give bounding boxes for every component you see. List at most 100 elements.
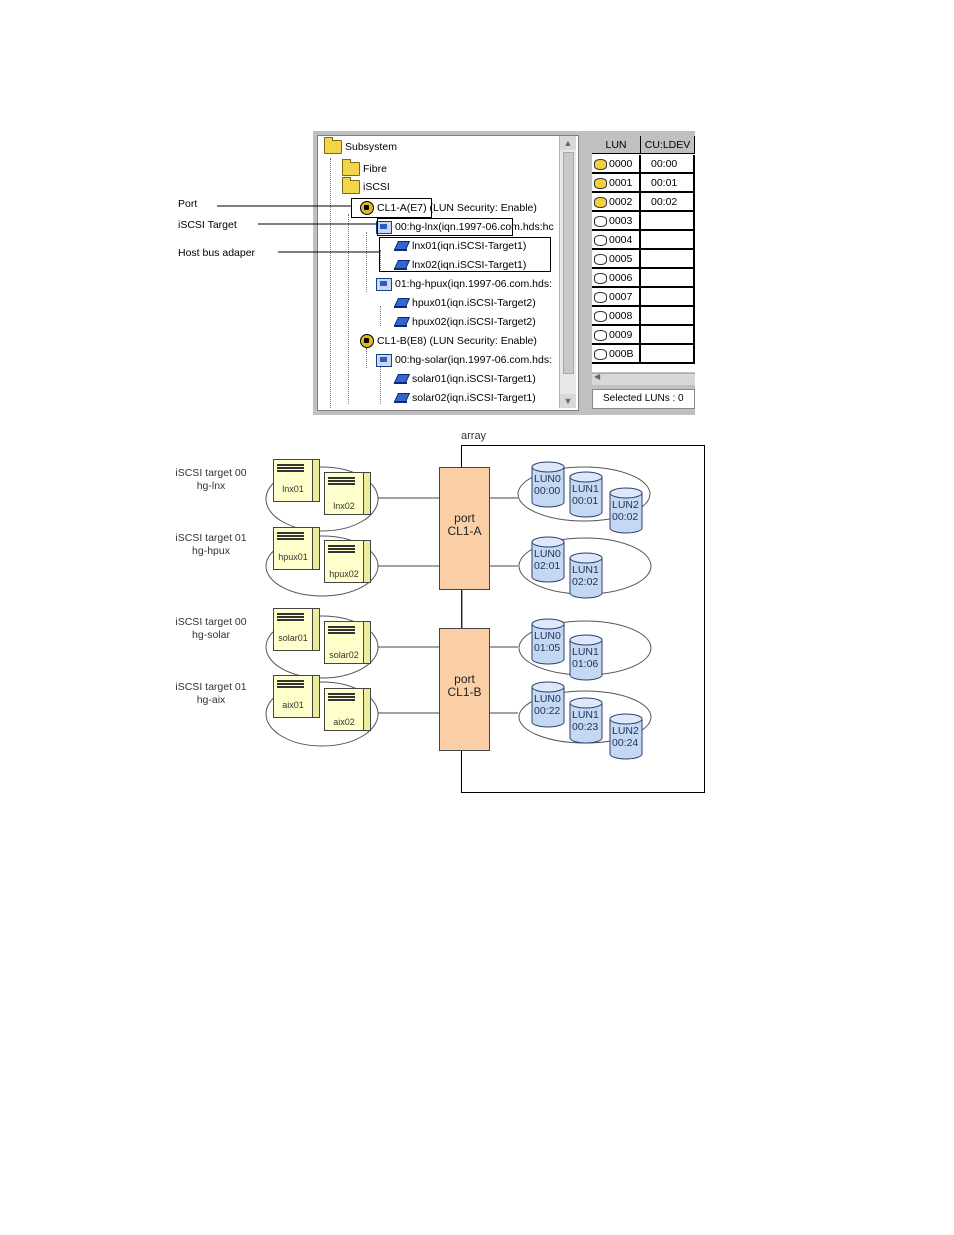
cu-ldev-cell[interactable] xyxy=(641,231,695,250)
lun-cell[interactable]: 0002 xyxy=(592,193,641,212)
tree-connector xyxy=(380,306,381,326)
cu-ldev-cell[interactable] xyxy=(641,326,695,345)
lun-cell[interactable]: 0006 xyxy=(592,269,641,288)
server-side-panel xyxy=(363,688,371,731)
cylinder-shape xyxy=(531,618,565,665)
lun-number: 0004 xyxy=(609,234,633,246)
cylinder-shape xyxy=(569,634,603,681)
table-row[interactable]: 0009 xyxy=(592,326,695,345)
cu-ldev-cell[interactable] xyxy=(641,212,695,231)
lun-cell[interactable]: 0003 xyxy=(592,212,641,231)
server-side-panel xyxy=(363,621,371,664)
lun-number: 0006 xyxy=(609,272,633,284)
drive-slot xyxy=(277,613,304,615)
tree-item-hg-lnx[interactable]: 00:hg-lnx(iqn.1997-06.com.hds:hc xyxy=(376,219,554,235)
tree-item-port-cl1b[interactable]: CL1-B(E8) (LUN Security: Enable) xyxy=(360,333,537,349)
tree-item-subsystem[interactable]: Subsystem xyxy=(324,137,397,155)
server-side-panel xyxy=(312,608,320,651)
drive-slot xyxy=(328,480,355,482)
lun-cell[interactable]: 0009 xyxy=(592,326,641,345)
lun-label: LUN1 xyxy=(572,483,599,495)
callout-port: Port xyxy=(178,198,198,210)
server-label: aix01 xyxy=(282,700,304,710)
server-side-panel xyxy=(363,472,371,515)
cylinder-shape xyxy=(569,697,603,744)
server-side-panel xyxy=(312,459,320,502)
lun-table-horizontal-scrollbar[interactable]: ◀ xyxy=(592,372,695,385)
tree-connector xyxy=(380,250,381,270)
lun-cell[interactable]: 000B xyxy=(592,345,641,364)
lun-cell[interactable]: 0000 xyxy=(592,155,641,174)
tree-vertical-scrollbar[interactable]: ▲ ▼ xyxy=(559,136,576,408)
lun-label: LUN1 xyxy=(572,564,599,576)
table-row[interactable]: 0007 xyxy=(592,288,695,307)
drive-slot xyxy=(328,483,355,485)
lun-cell[interactable]: 0005 xyxy=(592,250,641,269)
lun-cell[interactable]: 0008 xyxy=(592,307,641,326)
column-header-cu-ldev[interactable]: CU:LDEV xyxy=(641,136,695,154)
server-side-panel xyxy=(363,540,371,583)
cu-ldev-cell[interactable]: 00:02 xyxy=(641,193,695,212)
ldev-label: 02:02 xyxy=(572,576,599,588)
column-header-lun[interactable]: LUN xyxy=(592,136,641,154)
cu-ldev-cell[interactable] xyxy=(641,269,695,288)
cu-ldev-cell[interactable] xyxy=(641,288,695,307)
tree-item-solar02[interactable]: solar02(iqn.iSCSI-Target1) xyxy=(394,390,536,406)
tree-item-hg-solar[interactable]: 00:hg-solar(iqn.1997-06.com.hds: xyxy=(376,352,552,368)
drive-slot xyxy=(277,538,304,540)
server-label: hpux01 xyxy=(278,552,308,562)
scroll-down-arrow-icon[interactable]: ▼ xyxy=(560,394,576,408)
cu-ldev-cell[interactable] xyxy=(641,345,695,364)
unassigned-lun-icon xyxy=(594,272,607,284)
table-row[interactable]: 0004 xyxy=(592,231,695,250)
table-row[interactable]: 0003 xyxy=(592,212,695,231)
lun-cell[interactable]: 0004 xyxy=(592,231,641,250)
cu-ldev-cell[interactable]: 00:00 xyxy=(641,155,695,174)
scroll-left-arrow-icon[interactable]: ◀ xyxy=(594,372,601,381)
tree-item-solar01[interactable]: solar01(iqn.iSCSI-Target1) xyxy=(394,371,536,387)
cu-ldev-cell[interactable] xyxy=(641,250,695,269)
tree-item-iscsi[interactable]: iSCSI xyxy=(342,177,390,195)
lun-cell[interactable]: 0007 xyxy=(592,288,641,307)
server-icon: aix01 xyxy=(273,675,320,718)
tree-item-hpux02[interactable]: hpux02(iqn.iSCSI-Target2) xyxy=(394,314,536,330)
cu-ldev-cell[interactable]: 00:01 xyxy=(641,174,695,193)
lun-label: LUN1 xyxy=(572,646,599,658)
cylinder-shape xyxy=(569,471,603,518)
server-label: lnx02 xyxy=(333,501,355,511)
table-row[interactable]: 0005 xyxy=(592,250,695,269)
tree-item-lnx02[interactable]: lnx02(iqn.iSCSI-Target1) xyxy=(394,257,526,273)
drive-slot xyxy=(277,467,304,469)
port-icon xyxy=(360,334,374,349)
folder-icon xyxy=(342,177,360,195)
host-group-ellipse xyxy=(265,466,379,532)
cylinder-shape xyxy=(531,681,565,728)
lun-cell[interactable]: 0001 xyxy=(592,174,641,193)
table-row[interactable]: 0008 xyxy=(592,307,695,326)
drive-slot xyxy=(277,464,304,466)
cu-ldev-cell[interactable] xyxy=(641,307,695,326)
table-row[interactable]: 000B xyxy=(592,345,695,364)
tree-item-fibre[interactable]: Fibre xyxy=(342,159,387,177)
tree-item-lnx01[interactable]: lnx01(iqn.iSCSI-Target1) xyxy=(394,238,526,254)
tree-item-hpux01[interactable]: hpux01(iqn.iSCSI-Target2) xyxy=(394,295,536,311)
scroll-up-arrow-icon[interactable]: ▲ xyxy=(560,136,576,150)
drive-slot xyxy=(328,477,355,479)
tree-item-port-cl1a[interactable]: CL1-A(E7) (LUN Security: Enable) xyxy=(360,200,537,216)
server-label: solar02 xyxy=(329,650,359,660)
table-row[interactable]: 0006 xyxy=(592,269,695,288)
scrollbar-thumb[interactable] xyxy=(563,152,574,374)
port-tree-pane[interactable]: Subsystem Fibre iSCSI CL1-A(E7) (LUN Sec… xyxy=(317,135,579,411)
unassigned-lun-icon xyxy=(594,234,607,246)
tree-item-hg-hpux[interactable]: 01:hg-hpux(iqn.1997-06.com.hds: xyxy=(376,276,552,292)
